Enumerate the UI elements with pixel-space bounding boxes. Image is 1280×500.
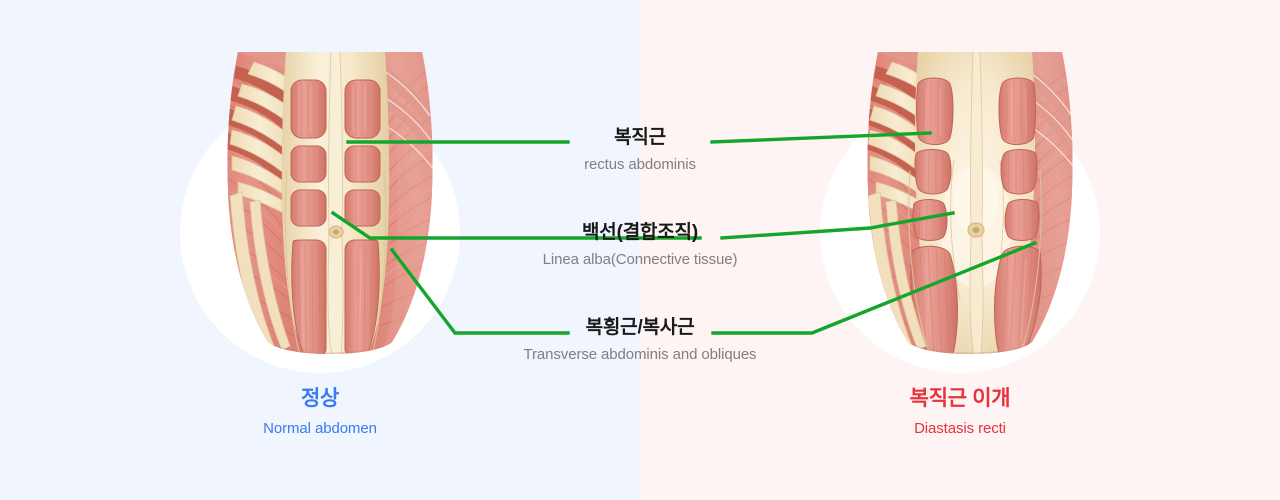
callout-label-ko: 백선(결합조직) xyxy=(582,222,698,243)
caption-label-ko: 정상 xyxy=(300,387,340,410)
caption-normal-abdomen: 정상 Normal abdomen xyxy=(170,386,470,440)
callout-linea-alba: 백선(결합조직) Linea alba(Connective tissue) xyxy=(430,221,850,271)
callout-label-en: Transverse abdominis and obliques xyxy=(523,346,757,363)
callout-transverse-obliques: 복횡근/복사근 Transverse abdominis and oblique… xyxy=(430,316,850,366)
callout-label-ko: 복직근 xyxy=(614,127,666,148)
caption-diastasis-recti: 복직근 이개 Diastasis recti xyxy=(810,386,1110,440)
caption-label-ko: 복직근 이개 xyxy=(909,387,1011,410)
diastasis-recti-illustration xyxy=(830,50,1110,362)
callout-label-ko: 복횡근/복사근 xyxy=(585,317,695,338)
callout-label-en: rectus abdominis xyxy=(584,156,696,173)
callout-rectus-abdominis: 복직근 rectus abdominis xyxy=(430,126,850,176)
caption-label-en: Diastasis recti xyxy=(914,420,1006,437)
callout-label-en: Linea alba(Connective tissue) xyxy=(542,251,738,268)
normal-abdomen-illustration xyxy=(190,50,470,362)
caption-label-en: Normal abdomen xyxy=(263,420,377,437)
